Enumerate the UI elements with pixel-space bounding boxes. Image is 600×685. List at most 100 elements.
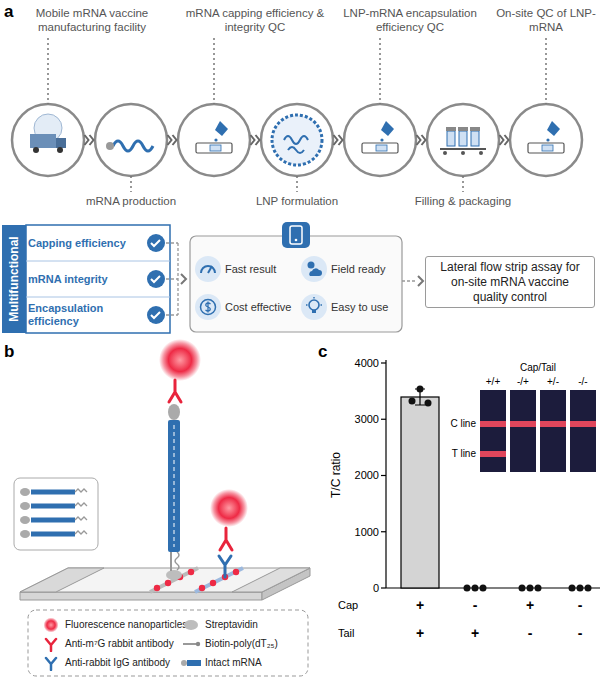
lateral-flow-strip: [150, 568, 198, 592]
legend-label: Anti-rabbit IgG antibody: [65, 655, 170, 671]
feature-icon: [195, 294, 221, 320]
strip-photo-inset: [480, 390, 506, 472]
legend-label: Biotin-poly(dT₂₅): [205, 636, 278, 652]
mrna-sample-inset: [20, 502, 30, 510]
check-marks: [151, 240, 160, 318]
step-chevrons: [500, 135, 509, 145]
process-step-circles: [344, 104, 416, 176]
lateral-flow-strip: [188, 569, 194, 575]
feature-panel: [295, 239, 298, 242]
test-line-complex: [159, 339, 201, 580]
band-label: Multifunctional: [7, 225, 21, 333]
lateral-flow-strip: [20, 592, 262, 600]
mrna-icon: [106, 141, 153, 151]
test-line-complex: [175, 552, 179, 570]
chart-axes: [381, 360, 600, 588]
vial-filling-icon: [443, 151, 447, 155]
vial-filling-icon: [440, 127, 486, 155]
legend-sample: [40, 636, 62, 652]
inset-label: -/-: [568, 376, 598, 388]
step-chevrons: [417, 135, 426, 145]
legend-label: Streptavidin: [205, 617, 258, 633]
truck-icon: [56, 138, 66, 148]
lateral-flow-strip: [195, 568, 243, 592]
feature-item: Field ready: [300, 254, 400, 284]
mrna-icon: [113, 141, 153, 151]
feature-item: Fast result: [194, 254, 298, 284]
process-step-circles: [261, 104, 333, 176]
mrna-sample-inset: [31, 518, 75, 523]
feature-label: Easy to use: [331, 292, 400, 322]
legend-sample: [183, 643, 197, 645]
step-chevrons: [168, 135, 177, 145]
sign-cell: -: [570, 626, 590, 640]
lnp-icon: [284, 136, 308, 144]
vial-filling-icon: [458, 127, 468, 131]
mrna-sample-inset: [31, 532, 75, 537]
test-line-complex: [169, 380, 181, 402]
lateral-flow-strip: [233, 569, 239, 575]
lateral-flow-strip: [20, 568, 310, 600]
control-line-complex: [219, 556, 231, 577]
feature-icon: [309, 268, 322, 276]
inset-label: C line: [436, 418, 476, 430]
feature-icon: [309, 300, 319, 310]
data-points: [527, 585, 534, 592]
strip-test-icon: [362, 121, 398, 153]
axis-label: Cap: [338, 598, 378, 612]
legend-frame: [28, 610, 308, 676]
data-points: [425, 400, 432, 407]
sign-cell: +: [410, 598, 430, 612]
legend-sample: [180, 655, 202, 671]
process-step-circles: [178, 104, 250, 176]
mrna-sample-inset: [75, 489, 87, 492]
legend-frame: [28, 610, 308, 676]
feature-panel: [190, 236, 402, 332]
side-band: Multifunctional: [2, 225, 26, 333]
mrna-sample-inset: [20, 488, 30, 496]
dotted-leader-lines: [131, 176, 463, 192]
feature-label: Field ready: [331, 254, 400, 284]
feature-rows-frame: [26, 261, 170, 262]
mrna-sample-inset: [20, 516, 30, 524]
data-points: [464, 585, 471, 592]
panel-letter: a: [4, 2, 24, 22]
feature-panel: [190, 222, 402, 332]
truck-icon: [33, 147, 39, 153]
dashed-connectors: [166, 243, 178, 315]
feature-icon: [201, 300, 216, 315]
mrna-sample-inset: [75, 531, 87, 534]
step-label: Filling & packaging: [403, 194, 523, 208]
legend-label: Intact mRNA: [205, 655, 262, 671]
feature-row: mRNA integrity: [28, 261, 148, 297]
legend-sample: [187, 660, 201, 666]
chart-axes: [385, 360, 386, 588]
strip-photo-inset: [510, 390, 536, 472]
row-label: Capping efficiency: [28, 237, 126, 250]
legend-sample: [40, 617, 62, 633]
lateral-flow-strip: [199, 585, 205, 591]
data-points: [519, 585, 526, 592]
vial-filling-icon: [440, 148, 486, 150]
legend-sample: [44, 618, 59, 633]
process-step-circles: [95, 104, 167, 176]
axis-label: 4000: [339, 356, 379, 370]
axis-label: 1000: [339, 525, 379, 539]
truck-icon: [57, 147, 63, 153]
vial-filling-icon: [479, 151, 483, 155]
strip-photo-inset: [510, 421, 536, 427]
feature-icon: [201, 266, 215, 273]
feature-icon: [300, 293, 328, 321]
mrna-sample-inset: [75, 517, 87, 520]
vial-filling-icon: [447, 131, 455, 146]
strip-photo-inset: [540, 421, 566, 427]
feature-icon: [206, 302, 211, 313]
data-points: [569, 585, 576, 592]
sign-cell: +: [410, 626, 430, 640]
feature-label: Fast result: [225, 254, 298, 284]
strip-test-icon: [196, 121, 564, 153]
feature-icon: [301, 294, 327, 320]
process-step-circles: [510, 104, 582, 176]
